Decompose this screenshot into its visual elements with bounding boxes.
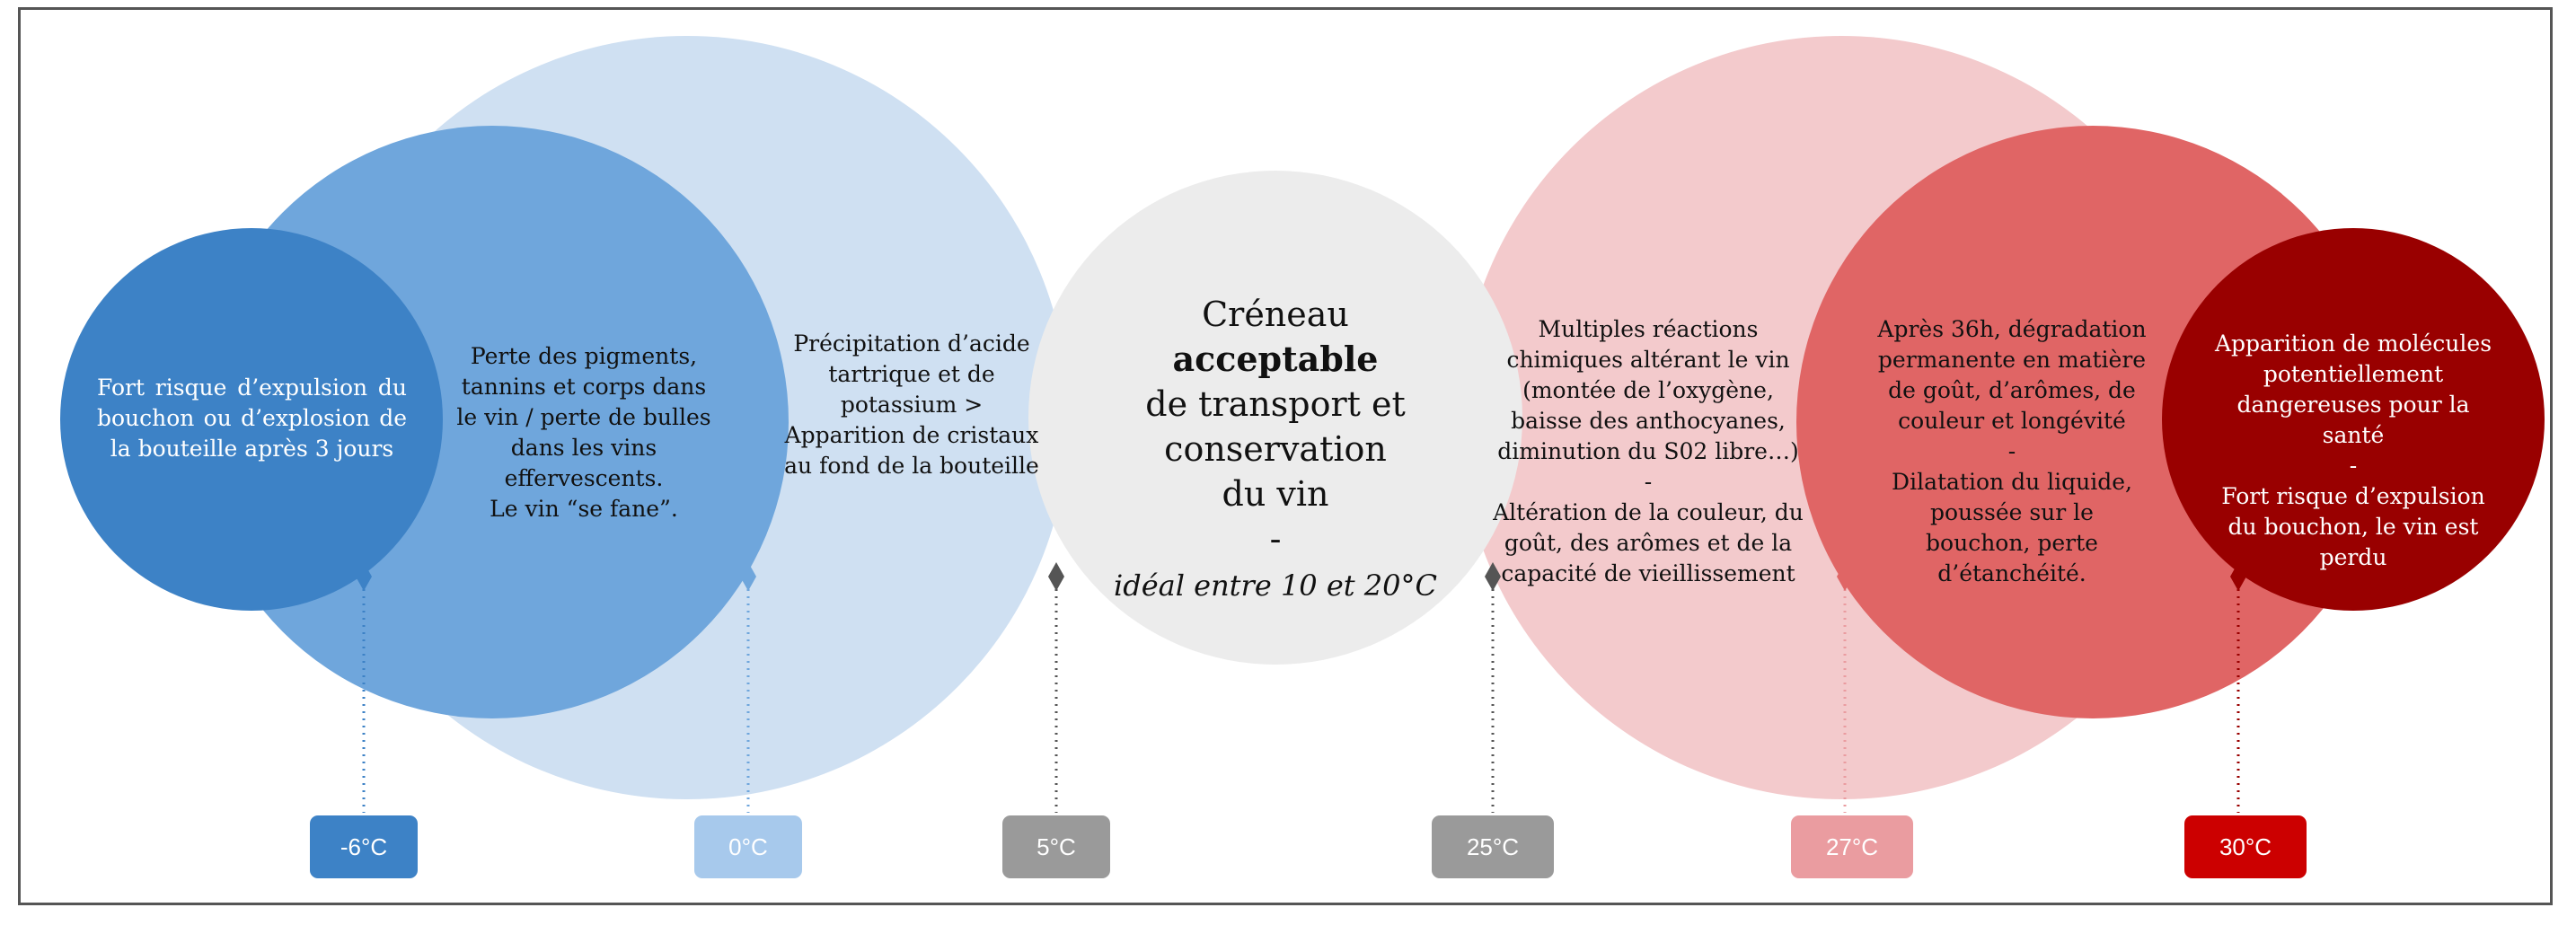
text-zero: Perte des pigments, tannins et corps dan…: [456, 343, 711, 522]
badge-minus6: -6°C: [310, 815, 418, 878]
badge-zero: 0°C: [694, 815, 802, 878]
marker-five: [1048, 562, 1064, 813]
marker-twentyseven: [1837, 562, 1853, 813]
text-five: Précipitation d’acide tartrique et de po…: [784, 330, 1039, 479]
badge-five: 5°C: [1002, 815, 1110, 878]
circle-minus6-dark: [60, 228, 443, 611]
badge-twentyfive: 25°C: [1432, 815, 1554, 878]
badge-thirty: 30°C: [2184, 815, 2307, 878]
text-minus6: Fort risque d’expulsion du bouchon ou d’…: [97, 374, 407, 462]
marker-twentyfive: [1485, 562, 1501, 813]
marker-minus6: [356, 562, 372, 813]
text-center: Créneau acceptable de transport et conse…: [1113, 295, 1437, 603]
text-twentyfive: Multiples réactions chimiques altérant l…: [1493, 316, 1804, 586]
marker-thirty: [2230, 562, 2246, 813]
diagram-frame: [18, 7, 2553, 905]
circle-thirty-dark: [2162, 228, 2545, 611]
text-twentyseven: Après 36h, dégradation permanente en mat…: [1877, 316, 2147, 586]
badge-twentyseven: 27°C: [1791, 815, 1913, 878]
text-thirty: Apparition de molécules potentiellement …: [2214, 330, 2492, 570]
circle-center-neutral: [1028, 171, 1522, 665]
marker-zero: [740, 562, 756, 813]
